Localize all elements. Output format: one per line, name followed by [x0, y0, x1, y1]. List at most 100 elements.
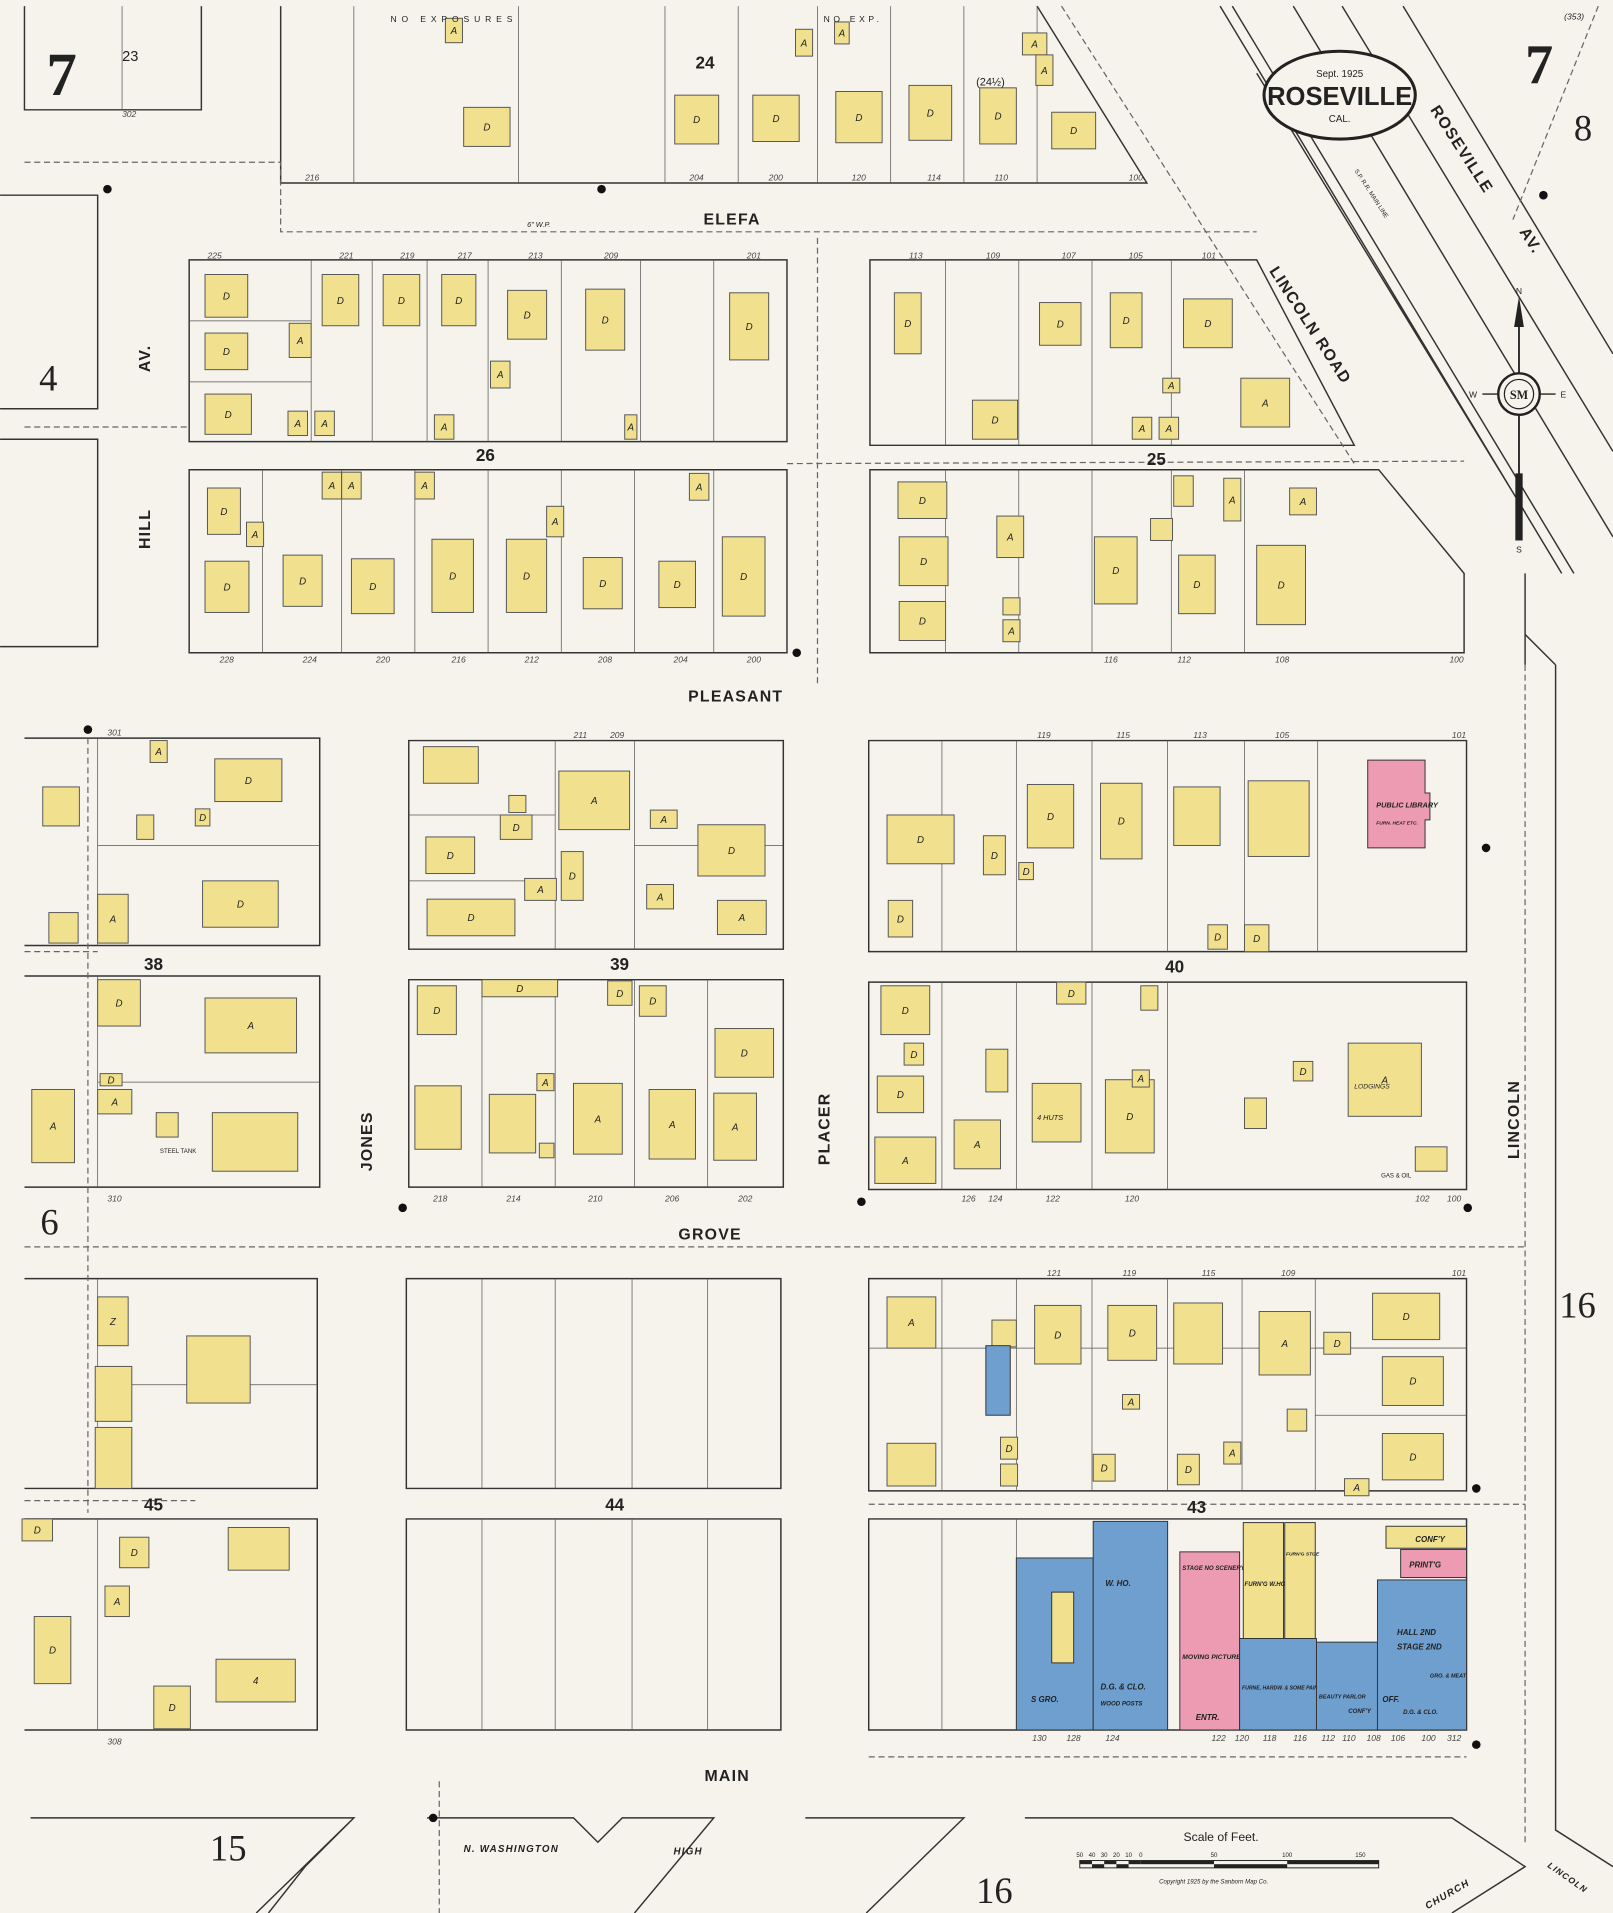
dwelling: A — [1002, 619, 1021, 643]
dwelling: A — [524, 877, 557, 901]
address-number: 120 — [1235, 1733, 1249, 1743]
dwelling: A — [996, 515, 1025, 559]
hall-building — [1376, 1579, 1468, 1731]
building-label: A — [496, 370, 504, 381]
building-label: A — [1280, 1339, 1288, 1350]
dwelling: A — [624, 414, 638, 440]
dwelling: D — [441, 274, 477, 327]
building-label: D — [902, 1006, 909, 1017]
building-label: D — [1101, 1463, 1108, 1474]
building-label: A — [1040, 66, 1048, 77]
dwelling: D — [876, 1075, 925, 1114]
dwelling: A — [1158, 416, 1180, 440]
no-exp-note: NO EXP. — [824, 14, 883, 24]
address-number: 114 — [927, 173, 941, 183]
dwelling: A — [688, 472, 710, 501]
dwelling: D — [431, 538, 474, 613]
fire-hydrants — [83, 184, 1548, 1823]
address-number: 200 — [746, 654, 761, 664]
hydrant-icon — [597, 184, 606, 194]
dwelling: D — [1381, 1433, 1444, 1481]
building-label: D — [897, 914, 904, 925]
dwelling: D — [97, 979, 141, 1027]
building-label: A — [296, 336, 304, 347]
building-label: 4 — [253, 1676, 259, 1687]
building-label: D — [225, 410, 232, 421]
dwelling: D — [1372, 1292, 1441, 1341]
dwelling: D — [674, 94, 720, 145]
address-number: 130 — [1032, 1733, 1046, 1743]
address-number: 100 — [1447, 1194, 1461, 1204]
hydrant-icon — [103, 184, 112, 194]
building-label: D — [1054, 1330, 1061, 1341]
address-number: 124 — [988, 1194, 1002, 1204]
street-lincoln: LINCOLN — [1506, 1080, 1523, 1159]
address-number: 108 — [1366, 1733, 1380, 1743]
compass-east: E — [1560, 390, 1566, 400]
building-label: A — [659, 815, 667, 826]
dwelling — [1173, 786, 1221, 846]
street-lincoln-road: LINCOLN ROAD — [1266, 264, 1354, 388]
dwelling: D — [1323, 1331, 1352, 1355]
dwelling: D — [721, 536, 766, 617]
address-number: 209 — [609, 730, 624, 740]
building-label: A — [973, 1140, 981, 1151]
building-label: D — [897, 1090, 904, 1101]
address-number: 112 — [1321, 1733, 1335, 1743]
beauty-label: BEAUTY PARLOR — [1319, 1694, 1366, 1700]
dwelling: D — [1039, 302, 1082, 346]
dwelling: A — [97, 893, 129, 944]
water-pipes — [24, 5, 1599, 1913]
building-label: D — [1278, 581, 1285, 592]
dwelling: D — [638, 985, 667, 1017]
dwelling: D — [886, 814, 955, 865]
adjacent-sheet-16-bottom: 16 — [976, 1870, 1013, 1911]
building-label: A — [541, 1078, 549, 1089]
building-label: D — [299, 576, 306, 587]
dwelling: D — [752, 94, 800, 143]
entrance-label: ENTR. — [1196, 1713, 1220, 1722]
dwelling: D — [1056, 981, 1087, 1005]
dwelling: A — [795, 28, 814, 57]
building-label: D — [1193, 580, 1200, 591]
building-label: D — [369, 582, 376, 593]
dwelling: D — [1100, 782, 1143, 860]
building-label: A — [627, 423, 635, 434]
theater-building — [1179, 1551, 1241, 1731]
address-number: 119 — [1122, 1268, 1136, 1278]
furniture-warehouse-label: FURN'G W.HO. — [1244, 1581, 1287, 1588]
adjacent-sheet-16-right: 16 — [1559, 1285, 1596, 1326]
building-label: D — [524, 310, 531, 321]
address-number: 126 — [961, 1194, 975, 1204]
adjacent-sheet-8: 8 — [1574, 107, 1592, 148]
building-label: D — [398, 296, 405, 307]
dwelling: A — [546, 505, 565, 538]
scale-tick-label: 150 — [1355, 1852, 1366, 1859]
dwelling: D — [204, 274, 249, 318]
building-label: A — [1299, 497, 1307, 508]
building-label: D — [1334, 1339, 1341, 1350]
address-number: 212 — [524, 654, 539, 664]
dwelling — [414, 1085, 462, 1150]
building-label: A — [1381, 1075, 1389, 1086]
address-number: 113 — [909, 251, 923, 261]
dwelling: A — [558, 770, 631, 831]
block-number-25: 25 — [1147, 450, 1166, 469]
building-label: Z — [109, 1317, 117, 1328]
address-number: 204 — [688, 173, 703, 183]
address-number: 308 — [107, 1737, 121, 1747]
address-number: 120 — [852, 173, 866, 183]
building-label: A — [590, 796, 598, 807]
address-number: 202 — [737, 1194, 752, 1204]
building-label: D — [649, 997, 656, 1008]
scale-tick-label: 10 — [1125, 1852, 1132, 1859]
building-label: A — [594, 1114, 602, 1125]
building-label: D — [1112, 566, 1119, 577]
dwelling — [1414, 1146, 1448, 1172]
dwelling: D — [416, 985, 457, 1036]
skylight-annex — [1051, 1591, 1075, 1664]
dry-goods-building — [1092, 1520, 1169, 1731]
dwelling — [1244, 1097, 1267, 1130]
building-label: D — [741, 1049, 748, 1060]
dry-goods-2-label: D.G. & CLO. — [1403, 1709, 1438, 1716]
